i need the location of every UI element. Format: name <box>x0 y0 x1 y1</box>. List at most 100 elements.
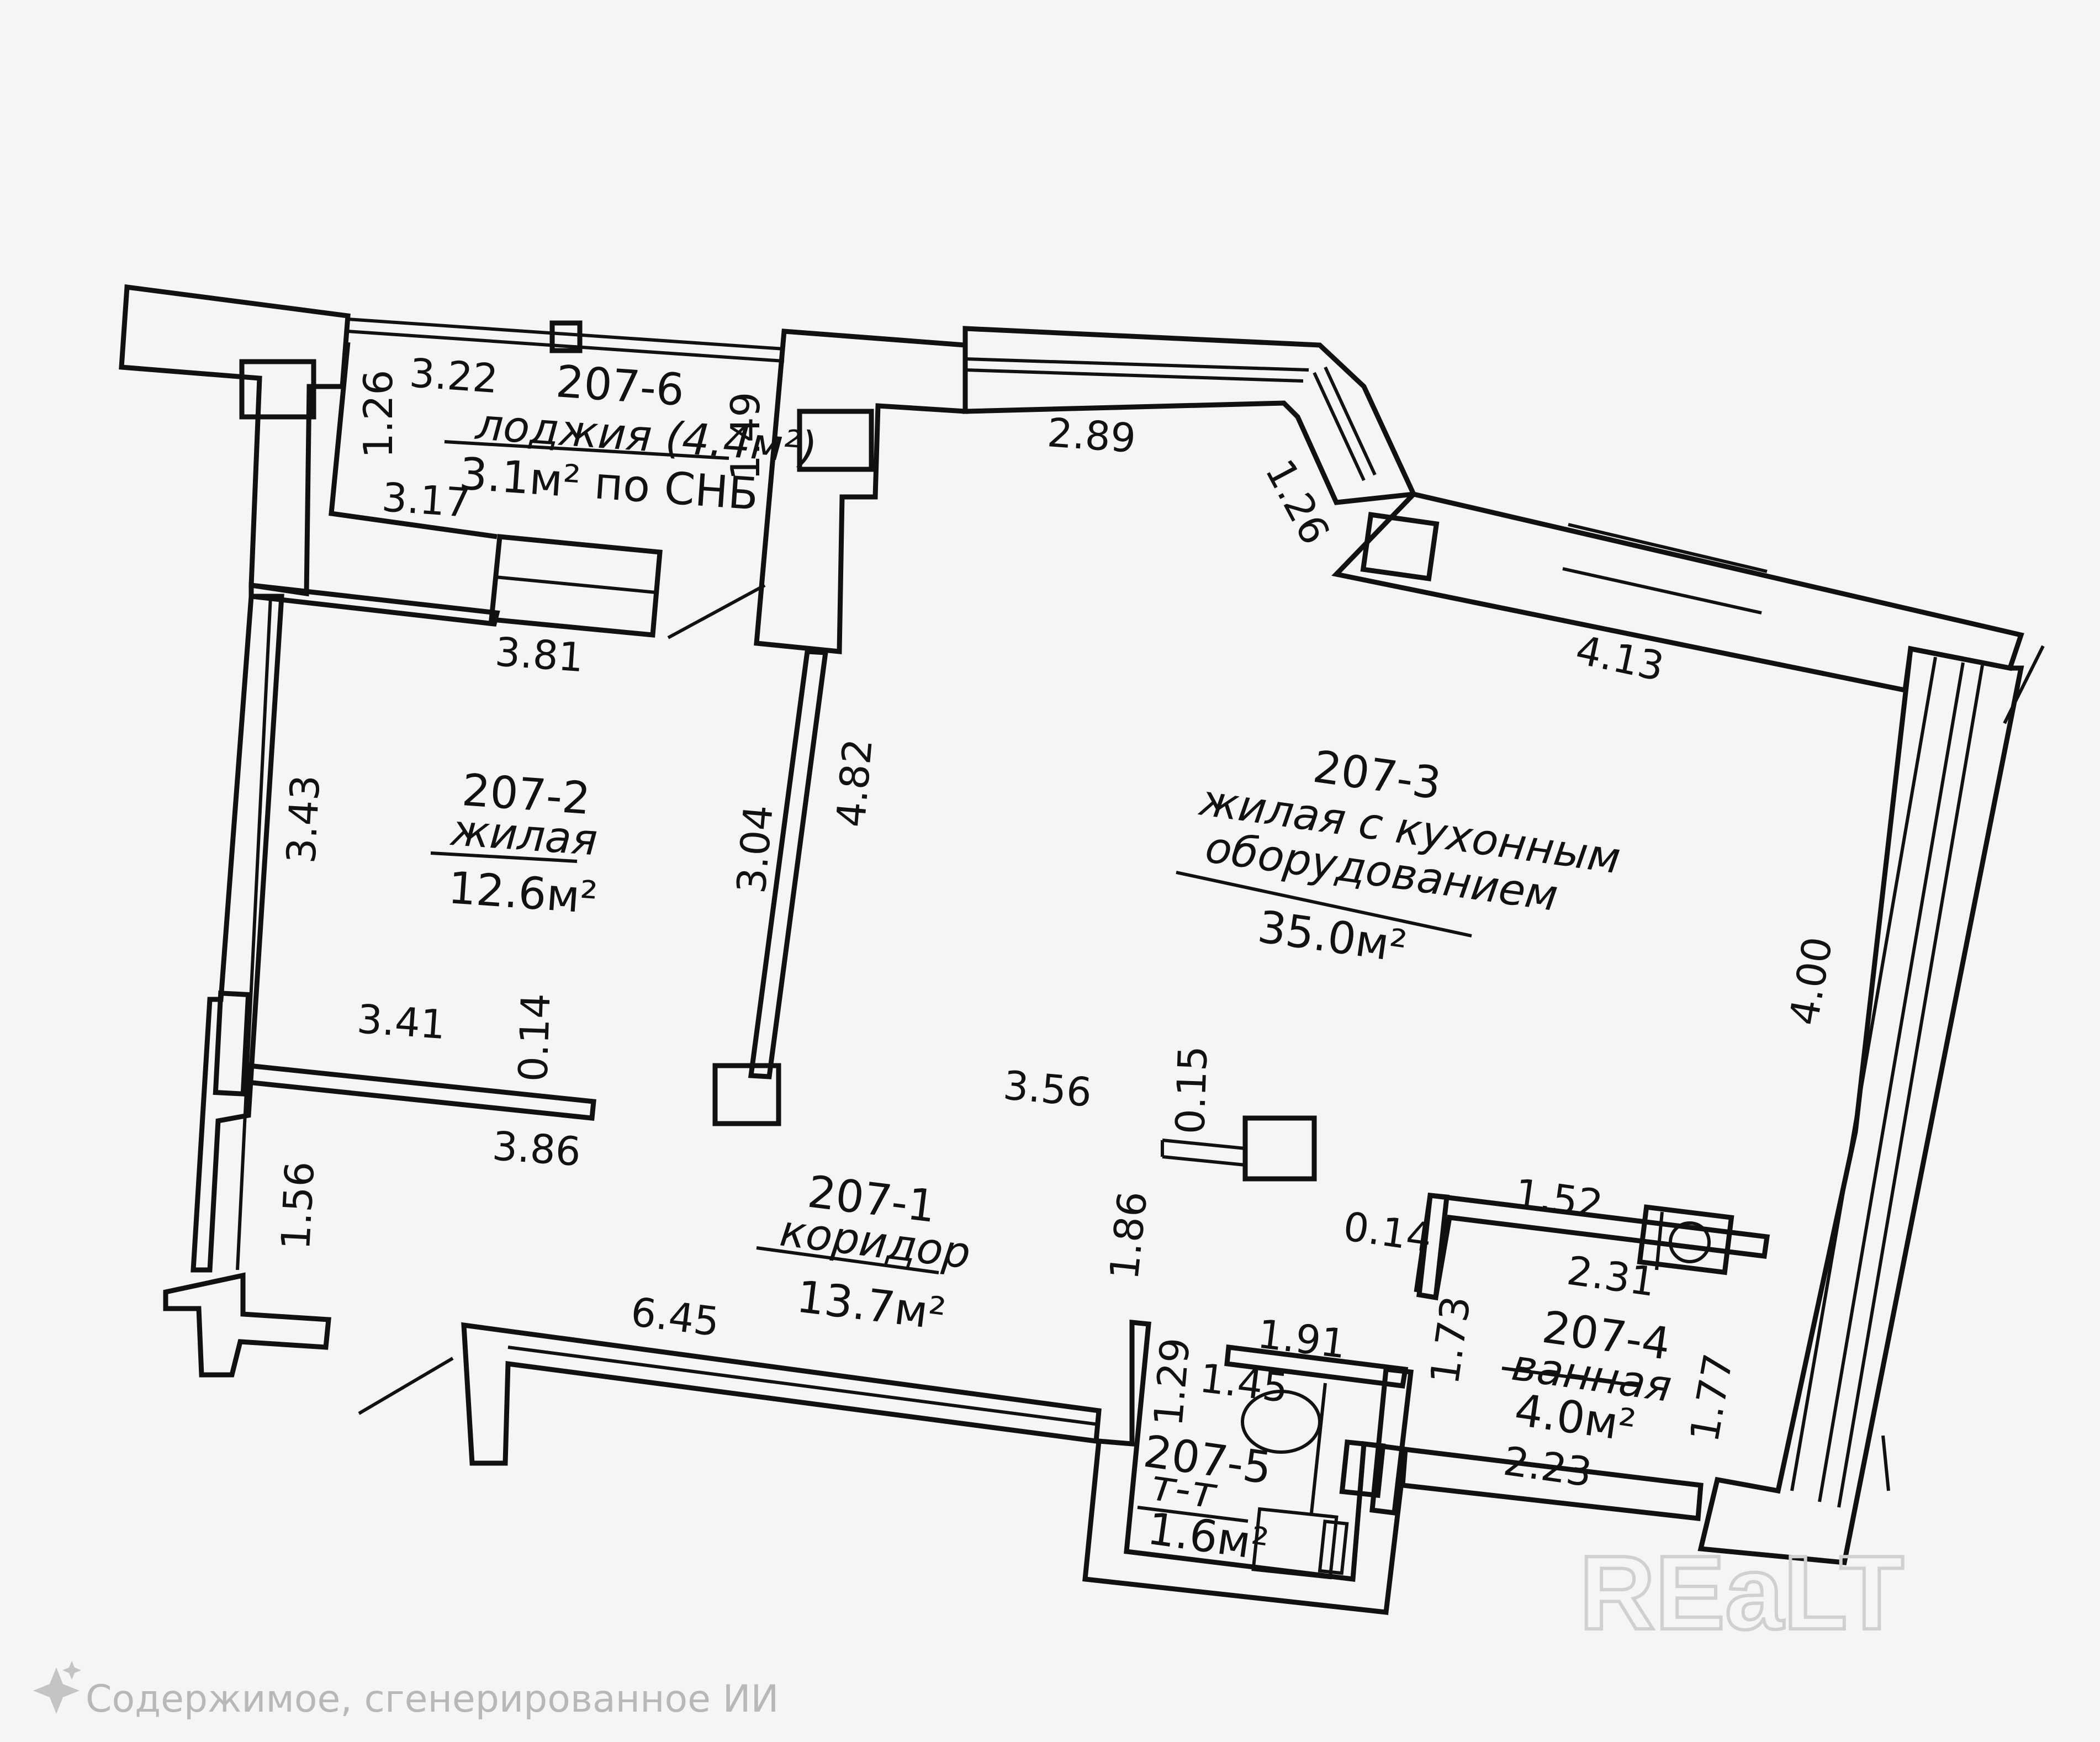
wall-bath-bottom <box>1400 1446 1704 1521</box>
dim-1-56: 1.56 <box>272 1160 323 1251</box>
dim-2-23: 2.23 <box>1501 1438 1595 1496</box>
dim-3-41: 3.41 <box>356 996 447 1048</box>
dim-1-29: 1.29 <box>1145 1336 1199 1428</box>
door-swing-entry <box>358 1357 454 1415</box>
dim-3-86: 3.86 <box>491 1122 583 1175</box>
wall-living-top <box>962 326 1417 505</box>
window-living-diag-2 <box>1324 366 1377 476</box>
dim-3-56: 3.56 <box>1002 1062 1094 1116</box>
dim-1-49: 1.49 <box>722 392 769 480</box>
wall-wc-right <box>1369 1367 1414 1516</box>
ai-note: Содержимое, сгенерированное ИИ <box>33 1661 779 1721</box>
dim-3-81: 3.81 <box>494 628 585 681</box>
dim-4-00: 4.00 <box>1780 933 1842 1028</box>
wall-right-corner <box>1881 1435 1890 1491</box>
room-207-3-area: 35.0м² <box>1255 901 1410 973</box>
dim-6-45: 6.45 <box>628 1288 722 1345</box>
dim-0-14-bedroom: 0.14 <box>510 992 559 1082</box>
room-207-2-id: 207-2 <box>461 764 592 824</box>
dim-4-82: 4.82 <box>827 737 881 829</box>
wc-sink <box>1251 1507 1339 1580</box>
window-living-right-1 <box>1568 523 1768 573</box>
wall-loggia-left-block <box>119 284 351 597</box>
dim-3-17: 3.17 <box>380 474 472 526</box>
wall-entry-left <box>163 1272 331 1378</box>
wall-left-inner-line <box>236 596 272 1270</box>
column-partition-bottom <box>712 1063 781 1126</box>
wall-loggia-bedroom-block <box>489 534 663 638</box>
column-living-right <box>1360 512 1440 581</box>
wall-bedroom-top <box>248 582 500 627</box>
room-207-3-underline <box>1176 871 1472 938</box>
room-labels: 207-6 лоджия (4.4м²) 3.1м² по СНБ 207-2 … <box>430 356 1675 1571</box>
wall-central-column <box>754 329 968 654</box>
door-swing-bedroom <box>667 584 766 639</box>
wall-bathroom-left <box>1416 1193 1450 1301</box>
wall-loggia-inner <box>329 342 498 539</box>
room-207-6-id: 207-6 <box>554 356 686 416</box>
room-207-1-area: 13.7м² <box>794 1271 949 1340</box>
column-center <box>1242 1115 1317 1182</box>
room-207-5-area: 1.6м² <box>1144 1503 1271 1571</box>
wall-right-edge-tick <box>2003 645 2045 724</box>
wall-corridor-bottom-inner <box>507 1346 1099 1426</box>
ledge-center-2 <box>1162 1155 1246 1167</box>
dim-1-26-loggia: 1.26 <box>355 370 401 458</box>
window-bedroom-line <box>495 575 657 594</box>
bathroom-fixture <box>1637 1204 1734 1275</box>
window-living-right-2 <box>1562 567 1762 615</box>
wall-left-window <box>213 991 251 1097</box>
dim-1-77: 1.77 <box>1681 1350 1742 1445</box>
wc-door-line <box>1310 1383 1327 1513</box>
wall-right-inner-line-3 <box>1837 665 1984 1508</box>
ai-note-text: Содержимое, сгенерированное ИИ <box>86 1677 779 1721</box>
dim-1-91: 1.91 <box>1255 1310 1348 1367</box>
dim-1-26-living: 1.26 <box>1256 452 1339 552</box>
realt-watermark: REaLT <box>1579 1534 1904 1651</box>
dim-1-45: 1.45 <box>1197 1354 1290 1411</box>
bath-column <box>1339 1439 1386 1499</box>
wall-right-exterior <box>1697 645 2024 1565</box>
dim-3-43: 3.43 <box>278 774 329 864</box>
dim-0-14-bath: 0.14 <box>1341 1203 1435 1261</box>
dim-1-52: 1.52 <box>1512 1170 1606 1228</box>
wall-corridor-bottom <box>461 1322 1102 1466</box>
wall-right-inner-line-2 <box>1818 662 1965 1502</box>
bathroom-sink-circle <box>1669 1221 1711 1263</box>
room-207-5-underline <box>1137 1506 1249 1523</box>
wc-toilet <box>1241 1390 1321 1454</box>
loggia-window-line-1 <box>347 317 785 351</box>
loggia-window-line-2 <box>347 330 785 363</box>
wall-left-exterior <box>191 594 284 1273</box>
room-207-2-area: 12.6м² <box>447 862 599 924</box>
walls <box>119 284 2045 1615</box>
bathroom-fixture-divider <box>1655 1211 1664 1270</box>
dim-4-13: 4.13 <box>1572 626 1668 690</box>
ledge-center <box>1162 1139 1246 1150</box>
dim-2-89: 2.89 <box>1046 409 1138 462</box>
wall-bedroom-living <box>748 649 829 1079</box>
dim-2-31: 2.31 <box>1564 1247 1658 1305</box>
ai-sparkle-icon <box>33 1661 81 1714</box>
dim-0-15: 0.15 <box>1167 1045 1216 1135</box>
dim-3-22: 3.22 <box>408 350 500 402</box>
wall-bedroom-bottom <box>245 1063 596 1121</box>
wall-right-inner-line-1 <box>1790 656 1937 1491</box>
dim-3-04: 3.04 <box>728 803 782 895</box>
room-207-1-name: коридор <box>777 1206 974 1279</box>
room-207-1-underline <box>756 1246 939 1274</box>
loggia-mullion <box>549 320 583 353</box>
window-living-top-1 <box>965 357 1309 372</box>
wall-wc-top <box>1224 1344 1409 1389</box>
dim-1-73: 1.73 <box>1421 1293 1479 1387</box>
window-living-diag-1 <box>1313 372 1366 481</box>
column-central-top <box>797 409 874 472</box>
room-207-6-underline <box>444 440 729 460</box>
room-207-2-underline <box>430 851 578 863</box>
room-207-4-underline <box>1501 1367 1641 1388</box>
wc-sink-inner <box>1318 1519 1349 1575</box>
column-top-left <box>239 359 316 420</box>
dim-1-86: 1.86 <box>1101 1189 1156 1282</box>
window-living-top-2 <box>965 368 1304 383</box>
